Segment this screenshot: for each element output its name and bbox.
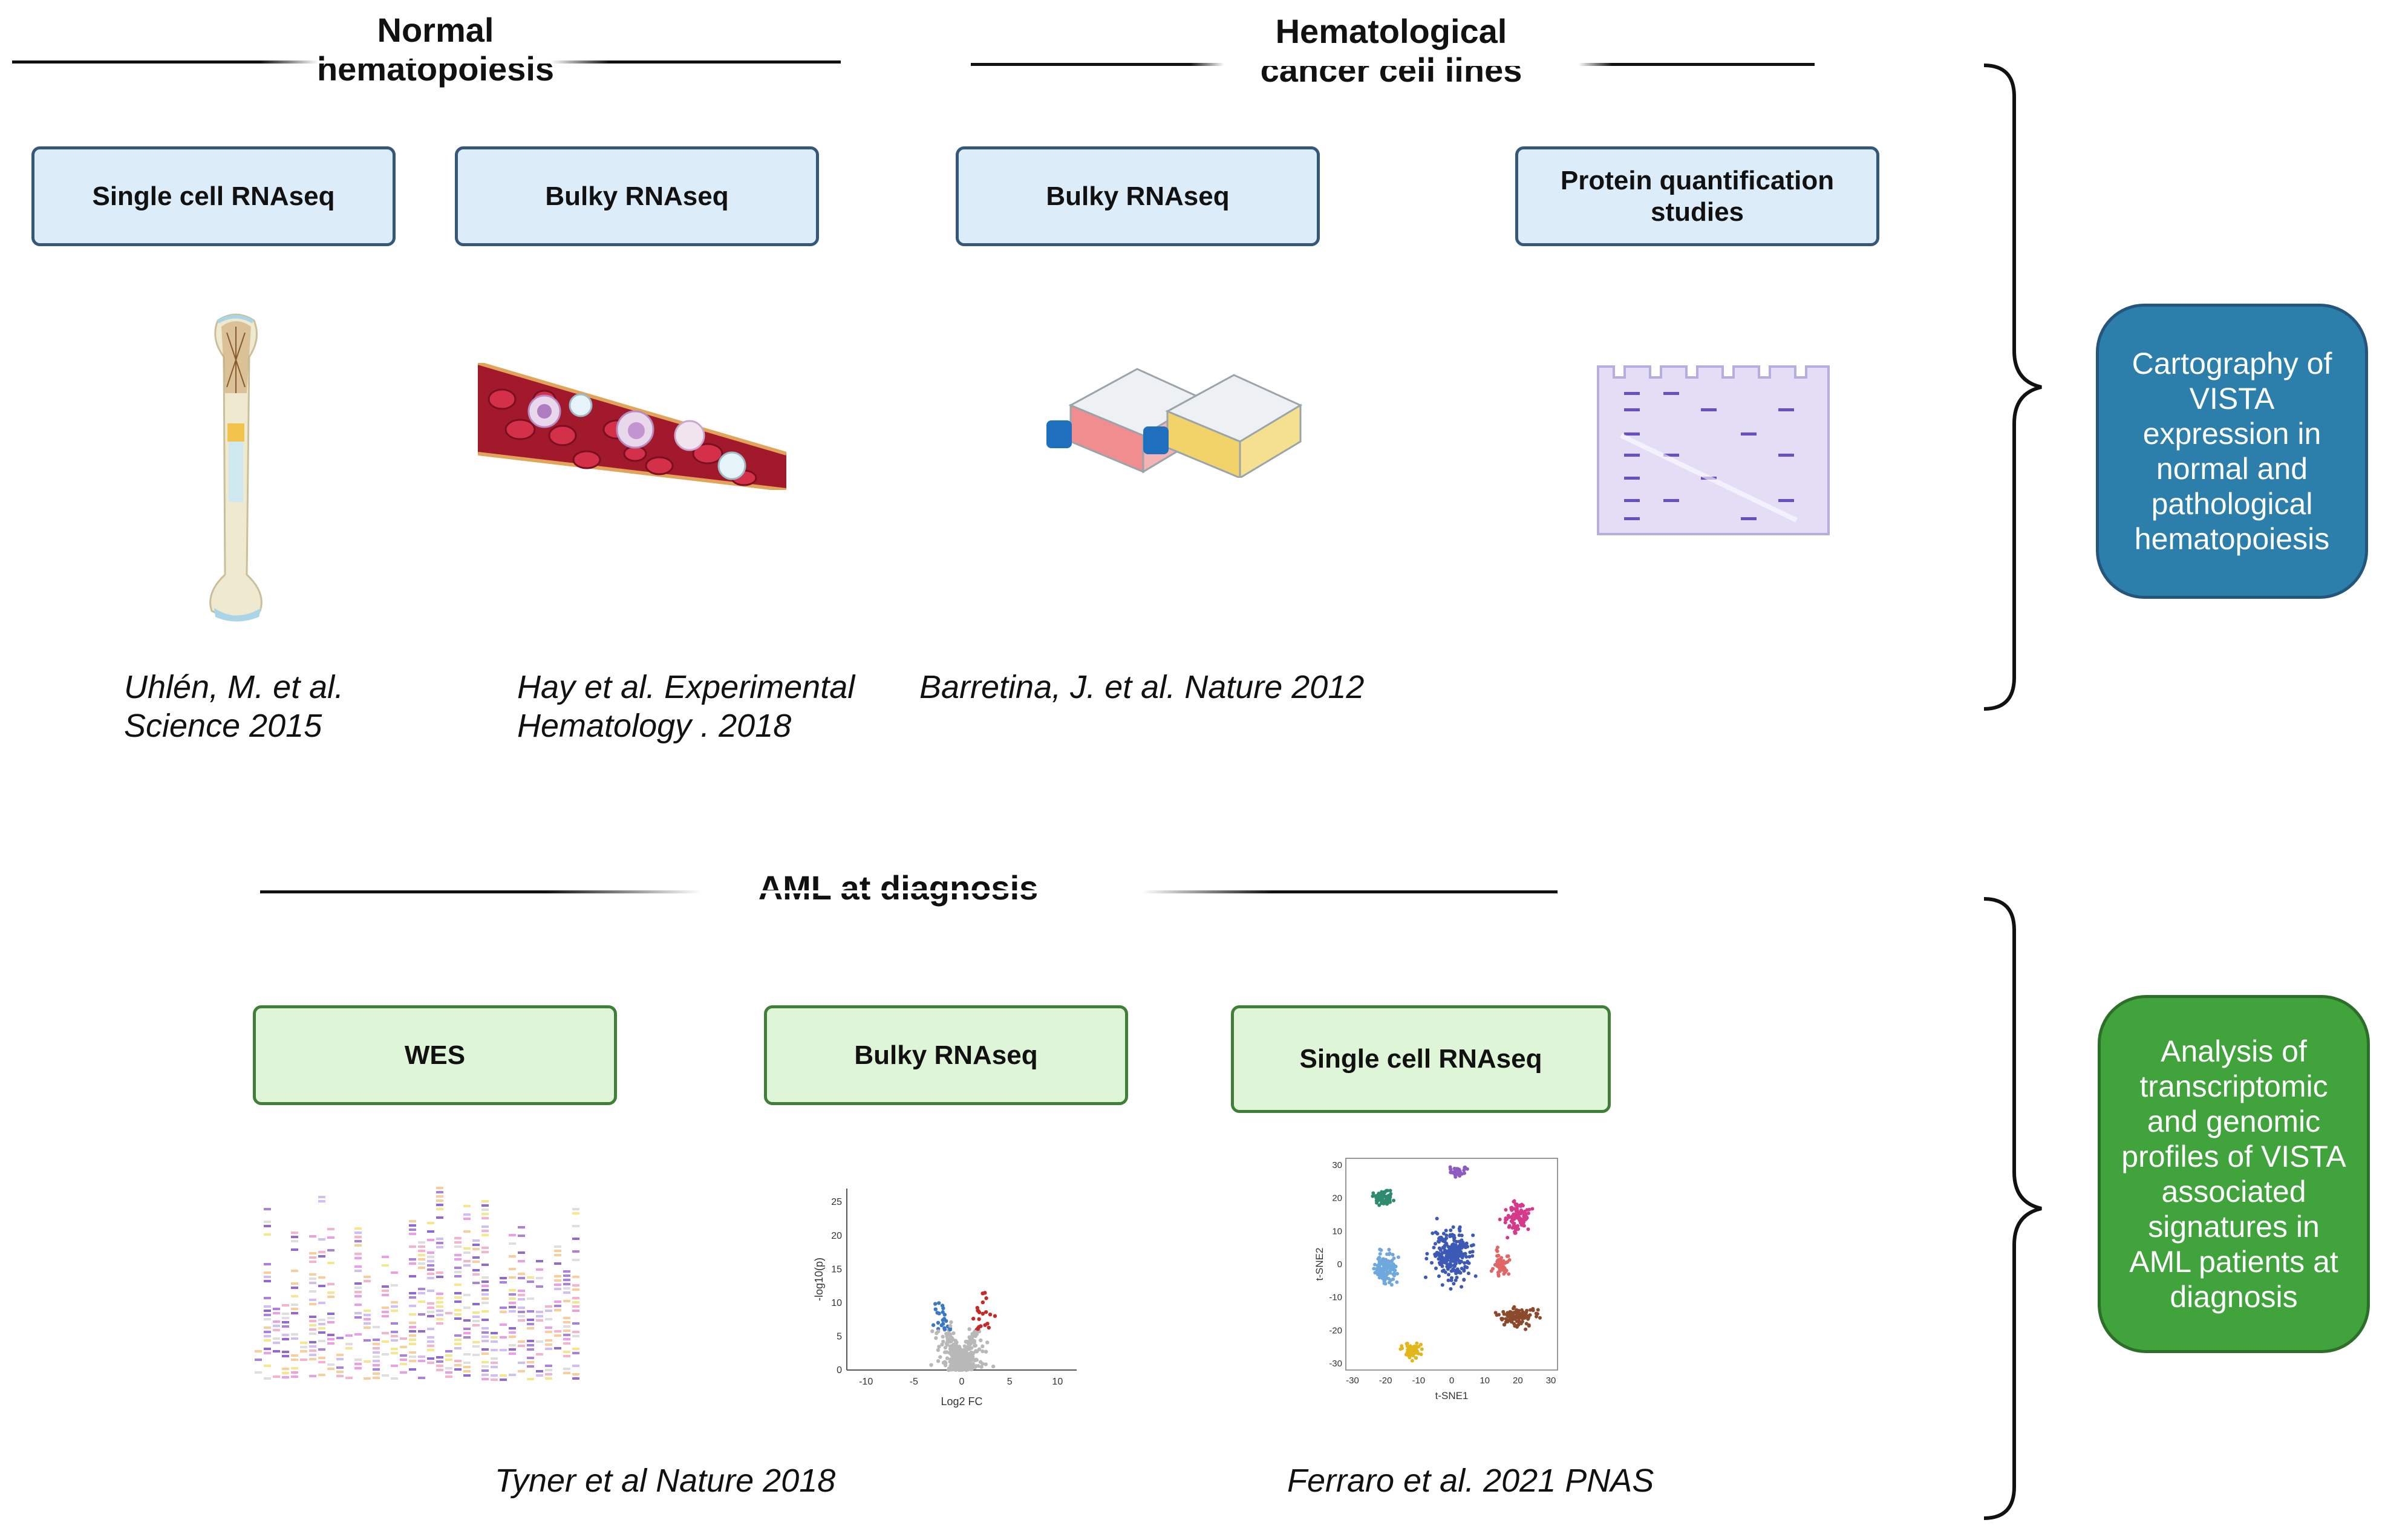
cancer-title-line1: Hematological (1275, 12, 1507, 50)
normal-title-line2: hematopoiesis (316, 50, 555, 88)
volcano-y-tick: 5 (837, 1331, 842, 1342)
tsne-y-tick: -30 (1329, 1359, 1342, 1369)
tsne-y-tick: 0 (1337, 1259, 1342, 1270)
volcano-y-tick: 0 (837, 1365, 842, 1375)
tsne-x-tick: 20 (1513, 1375, 1523, 1386)
protein-box-line2: studies (1650, 197, 1744, 227)
tsne-x-tick: -20 (1379, 1375, 1392, 1386)
volcano-x-tick: -10 (859, 1377, 873, 1387)
single-cell-rnaseq-box-aml: Single cell RNAseq (1231, 1005, 1611, 1113)
tsne-plot-icon: -30 -20 -10 0 10 20 30 30 20 10 0 -10 -20 -30 t-SNE1 t-… (1314, 1158, 1558, 1401)
cancer-title-line2: cancer cell lines (1260, 51, 1522, 89)
blood-vessel-icon (478, 363, 786, 490)
analysis-summary-box: Analysis of transcriptomic and genomic p… (2098, 995, 2370, 1353)
tsne-x-tick: -10 (1412, 1375, 1425, 1386)
aml-title-rule (260, 890, 1558, 893)
tsne-y-tick: 10 (1332, 1226, 1342, 1236)
tsne-x-tick: -30 (1346, 1375, 1359, 1386)
volcano-x-label: Log2 FC (941, 1395, 982, 1408)
protein-quantification-box: Protein quantification studies (1515, 146, 1879, 246)
citation-tyner: Tyner et al Nature 2018 (495, 1463, 836, 1499)
volcano-x-tick: -5 (910, 1377, 918, 1387)
normal-title-rule (12, 60, 841, 64)
tsne-y-tick: -20 (1329, 1325, 1342, 1336)
volcano-y-label: -log10(p) (813, 1258, 825, 1301)
citation-hay-line1: Hay et al. Experimental (517, 669, 855, 705)
citation-ferraro: Ferraro et al. 2021 PNAS (1287, 1463, 1654, 1499)
bulky-rnaseq-box-aml: Bulky RNAseq (764, 1005, 1128, 1105)
curly-brace-icon (1983, 897, 2042, 1520)
tsne-x-label: t-SNE1 (1435, 1390, 1469, 1401)
volcano-y-tick: 10 (831, 1298, 842, 1308)
bone-icon (209, 313, 263, 622)
cancer-title-rule (971, 63, 1815, 66)
protein-box-line1: Protein quantification (1560, 165, 1835, 195)
wes-box: WES (253, 1005, 617, 1105)
volcano-y-tick: 20 (831, 1231, 842, 1241)
volcano-x-tick: 0 (959, 1377, 965, 1387)
citation-uhlen: Uhlén, M. et al. Science 2015 (124, 668, 344, 745)
normal-hematopoiesis-title: Normal hematopoiesis (284, 11, 587, 88)
citation-barretina: Barretina, J. et al. Nature 2012 (919, 669, 1365, 705)
cancer-cell-lines-title: Hematological cancer cell lines (1186, 12, 1597, 90)
tsne-y-label: t-SNE2 (1314, 1248, 1325, 1281)
aml-diagnosis-title: AML at diagnosis (758, 869, 1039, 907)
citation-uhlen-line2: Science 2015 (124, 708, 322, 744)
tsne-x-tick: 10 (1480, 1375, 1490, 1386)
bulky-rnaseq-box-normal: Bulky RNAseq (455, 146, 819, 246)
cell-culture-flasks-icon (1046, 368, 1303, 478)
cartography-summary-box: Cartography of VISTA expression in norma… (2096, 304, 2368, 599)
tsne-x-tick: 30 (1546, 1375, 1556, 1386)
wes-heatmap-icon (255, 1187, 579, 1381)
protein-gel-icon (1597, 365, 1830, 535)
citation-uhlen-line1: Uhlén, M. et al. (124, 669, 344, 705)
normal-title-line1: Normal (377, 11, 494, 49)
tsne-y-tick: -10 (1329, 1293, 1342, 1303)
tsne-y-tick: 20 (1332, 1193, 1342, 1204)
volcano-y-tick: 15 (831, 1264, 842, 1274)
tsne-y-tick: 30 (1332, 1160, 1342, 1170)
volcano-x-tick: 10 (1052, 1377, 1063, 1387)
volcano-x-tick: 5 (1007, 1377, 1013, 1387)
citation-hay: Hay et al. Experimental Hematology . 201… (517, 668, 855, 745)
tsne-x-tick: 0 (1449, 1375, 1454, 1386)
citation-hay-line2: Hematology . 2018 (517, 708, 792, 744)
bulky-rnaseq-box-cancer: Bulky RNAseq (956, 146, 1320, 246)
volcano-y-tick: 25 (831, 1197, 842, 1207)
single-cell-rnaseq-box-top: Single cell RNAseq (31, 146, 396, 246)
curly-brace-icon (1983, 64, 2042, 711)
